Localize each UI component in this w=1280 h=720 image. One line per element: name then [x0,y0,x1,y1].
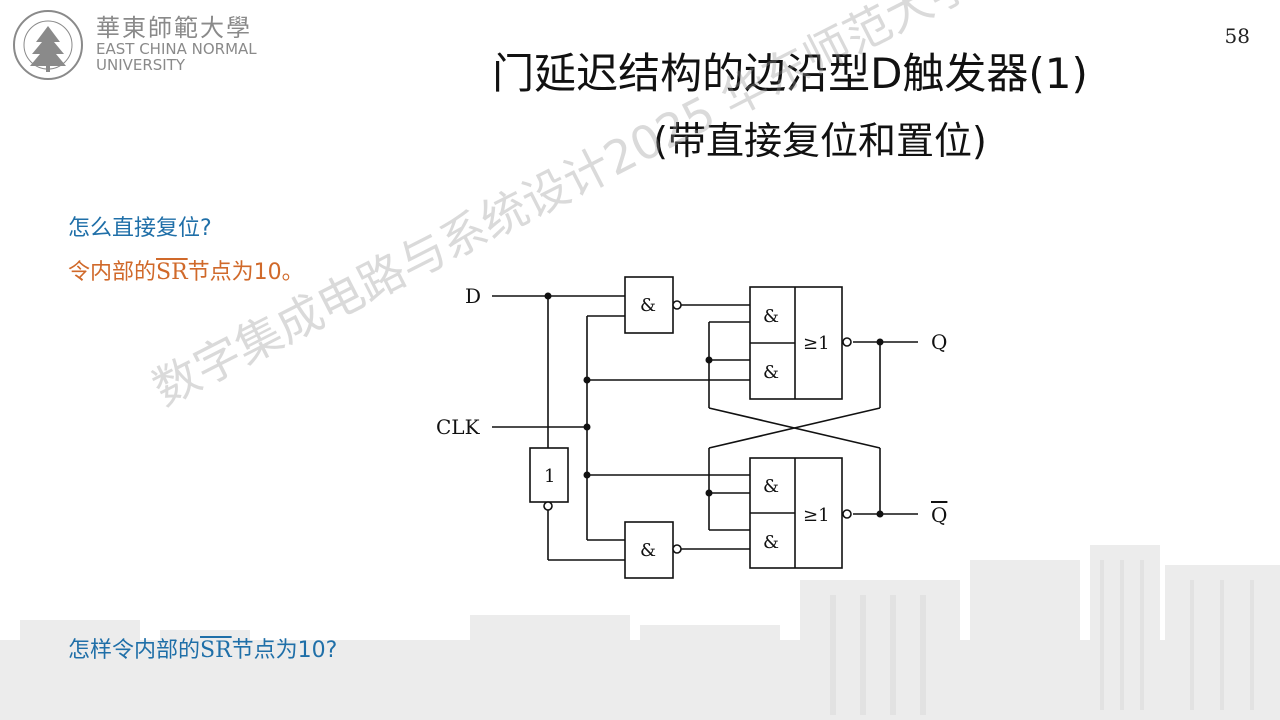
and-gate-bottom [624,521,674,579]
output-q-label: Q [931,330,947,354]
nor-symbol-top: ≥1 [803,333,830,354]
nor-symbol-bottom: ≥1 [803,505,830,526]
question2-suffix: 节点为10? [231,638,338,663]
campus-skyline-background [0,545,1280,720]
answer-prefix: 令内部的 [68,260,157,285]
output-qbar-label: Q [931,503,947,527]
slide-subtitle: (带直接复位和置位) [653,119,987,163]
logo-chinese-name: 華東師範大學 [96,14,252,42]
page-number: 58 [1224,24,1250,48]
logo-english-line2: UNIVERSITY [96,56,186,74]
not-gate [529,447,569,503]
and-symbol-u1: & [763,306,779,327]
question2-sr-overline: SR [200,638,232,663]
and-symbol-l2: & [763,532,779,553]
university-seal-icon [13,10,83,80]
answer-reset: 令内部的SR节点为10。 [68,254,304,286]
question-how: 怎样令内部的SR节点为10? [68,632,337,664]
question-reset: 怎么直接复位? [68,216,212,241]
question2-prefix: 怎样令内部的 [68,638,201,663]
and-symbol-bottom: & [640,540,656,561]
answer-suffix: 节点为10。 [187,260,304,285]
university-logo [10,8,310,82]
and-symbol-l1: & [763,476,779,497]
and-symbol-top: & [640,295,656,316]
slide-title: 门延迟结构的边沿型D触发器(1) [492,49,1088,98]
and-symbol-u2: & [763,362,779,383]
not-symbol: 1 [544,466,555,487]
input-clk-label: CLK [436,415,481,439]
logo-english-line1: EAST CHINA NORMAL [96,40,257,58]
input-d-label: D [465,284,481,308]
answer-sr-overline: SR [156,260,188,285]
